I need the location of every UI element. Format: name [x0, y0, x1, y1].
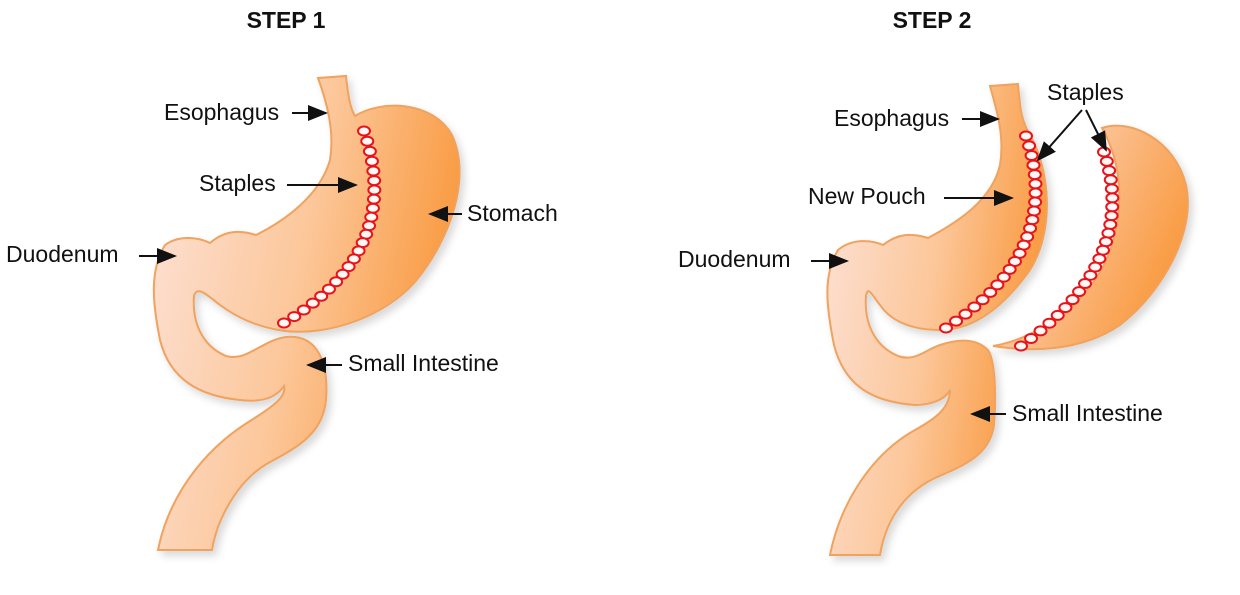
staple-icon: [335, 268, 350, 280]
staple-icon: [1028, 196, 1043, 208]
staple-icon: [341, 261, 356, 273]
staple-icon: [939, 322, 953, 334]
staple-icon: [314, 290, 329, 302]
staple-icon: [983, 286, 998, 298]
staple-icon: [1050, 309, 1065, 321]
label-text: New Pouch: [808, 183, 926, 209]
label-text: Small Intestine: [1012, 400, 1163, 426]
step1-label-staples: Staples: [199, 170, 358, 196]
staple-icon: [366, 165, 381, 177]
staple-icon: [321, 283, 336, 295]
staple-icon: [1024, 332, 1039, 344]
staple-icon: [1097, 146, 1111, 158]
step2-label-small-intestine: Small Intestine: [970, 400, 1163, 426]
label-text: Esophagus: [834, 105, 949, 131]
staple-icon: [305, 297, 320, 309]
staple-icon: [1028, 178, 1043, 190]
staple-icon: [1101, 227, 1116, 239]
step2-label-esophagus: Esophagus: [834, 105, 1000, 131]
staple-icon: [1065, 294, 1080, 306]
staple-icon: [1099, 155, 1114, 167]
staple-icon: [1104, 183, 1119, 195]
staple-icon: [967, 301, 982, 313]
staple-icon: [364, 155, 379, 167]
label-text: Esophagus: [164, 99, 279, 125]
staple-icon: [1103, 218, 1118, 230]
step2-label-staples: Staples: [1036, 79, 1124, 162]
step1-label-stomach: Stomach: [428, 200, 558, 226]
step2-title: STEP 2: [893, 7, 972, 33]
staple-icon: [1072, 286, 1087, 298]
staple-icon: [1025, 214, 1040, 226]
staple-icon: [364, 211, 379, 223]
staple-icon: [1058, 302, 1073, 314]
staple-icon: [1105, 201, 1120, 213]
staple-icon: [1022, 140, 1037, 152]
staple-icon: [367, 184, 382, 196]
staple-icon: [329, 276, 344, 288]
staple-icon: [1042, 317, 1057, 329]
label-text: Staples: [199, 170, 276, 196]
staple-icon: [1019, 130, 1033, 142]
staple-icon: [958, 308, 973, 320]
staple-icon: [1033, 325, 1048, 337]
label-text: Stomach: [467, 200, 558, 226]
staple-icon: [1028, 187, 1043, 199]
step1-staple-line: [277, 125, 382, 329]
staple-icon: [1014, 340, 1028, 352]
staple-icon: [277, 317, 291, 329]
staple-icon: [1103, 174, 1118, 186]
staple-icon: [1002, 263, 1017, 275]
staple-icon: [362, 145, 377, 157]
staple-icon: [357, 125, 371, 137]
label-text: Staples: [1047, 79, 1124, 105]
staple-icon: [1027, 205, 1042, 217]
staple-icon: [1102, 165, 1117, 177]
staple-icon: [990, 279, 1005, 291]
staple-icon: [365, 202, 380, 214]
step2-pouch-organ: [826, 82, 1048, 556]
staple-icon: [360, 135, 375, 147]
step1-title: STEP 1: [247, 7, 326, 33]
step1-label-small-intestine: Small Intestine: [306, 350, 499, 376]
staple-icon: [996, 271, 1011, 283]
staple-icon: [975, 294, 990, 306]
label-text: Duodenum: [678, 246, 791, 272]
staple-icon: [1104, 210, 1119, 222]
staple-icon: [1024, 150, 1039, 162]
step1-label-duodenum: Duodenum: [6, 241, 177, 267]
step2-label-duodenum: Duodenum: [678, 246, 849, 272]
staple-icon: [366, 193, 381, 205]
arrow-icon: [1085, 109, 1107, 152]
staple-icon: [1083, 269, 1098, 281]
label-text: Duodenum: [6, 241, 119, 267]
arrow-icon: [1036, 109, 1083, 162]
step1-label-esophagus: Esophagus: [164, 99, 328, 125]
staple-icon: [1078, 278, 1093, 290]
label-text: Small Intestine: [348, 350, 499, 376]
step2-pouch-staple-line: [939, 130, 1043, 334]
staple-icon: [287, 311, 302, 323]
staple-icon: [1105, 192, 1120, 204]
step2-label-new-pouch: New Pouch: [808, 183, 1014, 209]
staple-icon: [949, 315, 964, 327]
staple-icon: [367, 175, 382, 187]
step2-remnant-staple-line: [1014, 146, 1120, 352]
step2-remnant-stomach-organ: [992, 124, 1189, 351]
staple-icon: [1027, 169, 1042, 181]
staple-icon: [296, 304, 311, 316]
staple-icon: [1026, 159, 1041, 171]
